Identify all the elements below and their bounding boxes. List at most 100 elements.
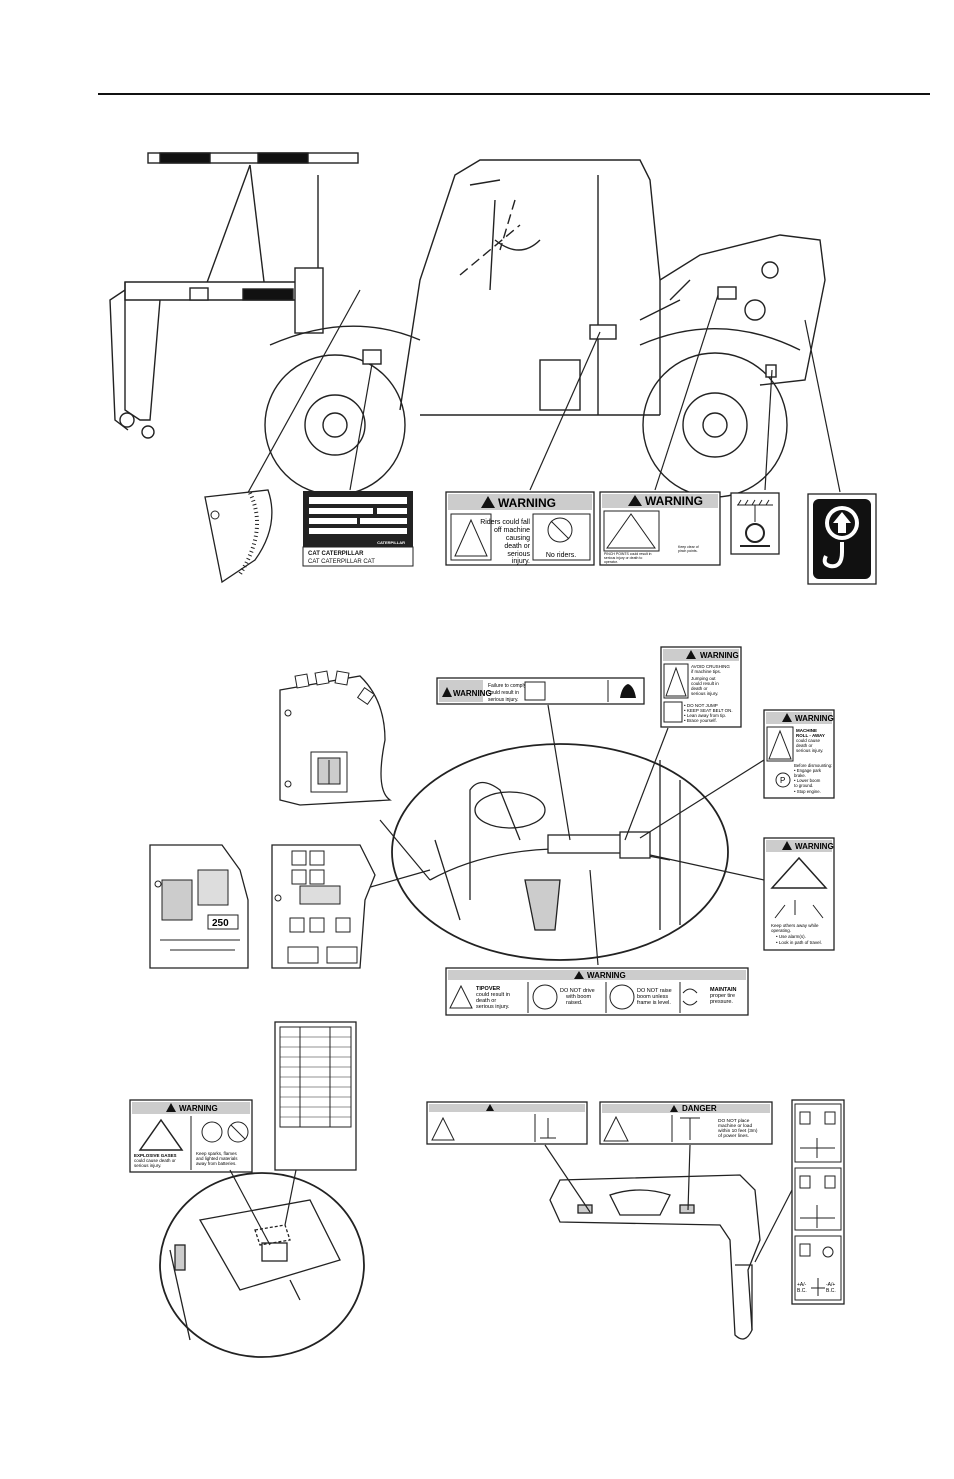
comply-warning-line2: could result in	[488, 690, 519, 696]
no-drive-line3: raised.	[566, 1000, 583, 1006]
rollaway-warning-line4: death or	[796, 743, 813, 748]
pinch-warning-keep2: pinch points.	[678, 549, 698, 553]
rider-warning-decal: WARNING Riders could fall off machine ca…	[445, 491, 595, 566]
tipover-line3: death or	[476, 998, 496, 1004]
tire-line1: MAINTAIN	[710, 987, 737, 993]
rider-warning-line4: death or	[504, 543, 530, 550]
nameplate-decal: CATERPILLAR CAT CATERPILLAR CAT CATERPIL…	[302, 491, 414, 567]
crushing-warning-line4: could result in	[691, 681, 719, 686]
crushing-warning-bullet4: • Brace yourself.	[684, 718, 717, 723]
rollaway-warning-line1: MACHINE	[796, 728, 817, 733]
joystick-label3: -A/+	[826, 1282, 835, 1288]
rider-warning-line6: injury.	[512, 558, 530, 565]
leader-lines-battery	[229, 1169, 297, 1246]
joystick-label2: B.C.	[797, 1288, 807, 1294]
no-raise-line3: frame is level.	[637, 1000, 671, 1006]
comply-warning-decal: WARNING Failure to comply could result i…	[436, 677, 645, 705]
rollaway-warning-header: WARNING	[795, 714, 834, 723]
rollaway-warning-step4: • Lower boom	[794, 778, 821, 783]
others-warning-header: WARNING	[795, 842, 834, 851]
tipover-line2: could result in	[476, 992, 510, 998]
pinch-warning-line1: PINCH POINTS could result in	[604, 552, 652, 556]
rider-warning-line3: causing	[506, 535, 530, 542]
rollaway-p-symbol: P	[780, 776, 785, 785]
cab-interior-detail	[391, 743, 729, 961]
leader-lines-cab	[359, 704, 765, 966]
pinch-warning-line3: operator.	[604, 560, 618, 564]
crushing-warning-line5: death or	[691, 686, 708, 691]
tire-line2: proper tire	[710, 993, 735, 999]
battery-warning-header: WARNING	[179, 1104, 218, 1113]
others-warning-line1: Keep others away while	[771, 923, 819, 928]
dash-decal-left: 250	[149, 844, 249, 969]
others-warning-decal: WARNING Keep others away while operating…	[763, 837, 835, 951]
battery-left-line1: EXPLOSIVE GASES	[134, 1153, 177, 1158]
fuse-chart-decal	[274, 1021, 357, 1171]
pinch-warning-header: WARNING	[645, 494, 703, 508]
comply-warning-line3: serious injury.	[488, 697, 518, 703]
battery-right-line3: away from batteries.	[196, 1161, 237, 1166]
rider-warning-line1: Riders could fall	[480, 519, 530, 526]
nameplate-brand-right: CATERPILLAR	[377, 540, 405, 545]
no-raise-line2: boom unless	[637, 994, 668, 1000]
manual-decal	[279, 670, 392, 806]
crushing-warning-line1: AVOID CRUSHING	[691, 664, 730, 669]
battery-left-line2: could cause death or	[134, 1158, 176, 1163]
others-warning-line3: • Use alarm(s).	[776, 934, 806, 939]
nameplate-brand-left: CAT CATERPILLAR	[308, 551, 364, 557]
joystick-decal: +A/- B.C. -A/+ B.C.	[791, 1099, 845, 1305]
rollaway-warning-decal: WARNING MACHINE ROLL - AWAY could cause …	[763, 709, 835, 799]
pinch-warning-decal: WARNING PINCH POINTS could result in ser…	[599, 491, 721, 566]
crushing-warning-bullet3: • Lean away from tip.	[684, 713, 726, 718]
tipover-warning-header: WARNING	[587, 971, 626, 980]
rollaway-warning-step6: • Stop engine.	[794, 789, 821, 794]
pinch-warning-keep1: Keep clear of	[678, 545, 699, 549]
rollaway-warning-line5: serious injury.	[796, 748, 823, 753]
danger-line2: machine or load	[718, 1123, 752, 1129]
crushing-warning-bullet1: • DO NOT JUMP	[684, 703, 718, 708]
frame-boom-detail	[549, 1174, 761, 1340]
no-raise-line1: DO NOT raise	[637, 988, 672, 994]
leader-lines-top	[244, 289, 841, 499]
tipover-line4: serious injury.	[476, 1004, 510, 1010]
lift-point-decal	[807, 493, 877, 585]
crushing-warning-decal: WARNING AVOID CRUSHING if machine tips. …	[660, 646, 742, 728]
tire-line3: pressure.	[710, 999, 733, 1005]
danger-header: DANGER	[682, 1104, 717, 1113]
comply-warning-line1: Failure to comply	[488, 683, 527, 689]
battery-warning-decal: WARNING EXPLOSIVE GASES could cause deat…	[129, 1099, 253, 1173]
others-warning-line2: operating.	[771, 928, 791, 933]
others-warning-line4: • Look in path of travel.	[776, 940, 822, 945]
danger-line1: DO NOT place	[718, 1118, 750, 1124]
rider-warning-no-riders: No riders.	[546, 552, 576, 559]
crushing-warning-header: WARNING	[700, 651, 739, 660]
angle-indicator-decal	[204, 489, 273, 584]
machine-side-view	[109, 152, 826, 498]
dash-decal-right	[271, 844, 376, 969]
load-chart-value: 250	[212, 918, 229, 929]
battery-right-line1: Keep sparks, flames	[196, 1151, 238, 1156]
rider-warning-line5: serious	[507, 551, 530, 558]
rollaway-warning-line3: could cause	[796, 738, 821, 743]
crushing-warning-line2: if machine tips.	[691, 669, 721, 674]
warning-decal-small	[426, 1101, 588, 1145]
nameplate-brand-left-2: CAT CATERPILLAR CAT	[308, 559, 375, 565]
crushing-warning-line3: Jumping out	[691, 676, 716, 681]
rollaway-warning-step2: • Engage park	[794, 768, 822, 773]
rollaway-warning-step3: brake.	[794, 773, 806, 778]
tipover-warning-decal: WARNING TIPOVER could result in death or…	[445, 967, 749, 1016]
battery-right-line2: and lighted materials	[196, 1156, 238, 1161]
joystick-label4: B.C.	[826, 1288, 836, 1294]
crushing-warning-bullet2: • KEEP SEAT BELT ON.	[684, 708, 733, 713]
tie-down-decal	[730, 492, 780, 555]
rider-warning-header: WARNING	[498, 496, 556, 510]
battery-left-line3: serious injury.	[134, 1163, 161, 1168]
rider-warning-line2: off machine	[494, 527, 530, 534]
danger-line4: of power lines.	[718, 1133, 749, 1139]
comply-warning-header: WARNING	[453, 689, 492, 698]
pinch-warning-line2: serious injury or death to	[604, 556, 642, 560]
danger-line3: within 10 feet (3m)	[718, 1128, 758, 1134]
danger-decal: DANGER DO NOT place machine or load with…	[599, 1101, 773, 1145]
rollaway-warning-line2: ROLL - AWAY	[796, 733, 825, 738]
